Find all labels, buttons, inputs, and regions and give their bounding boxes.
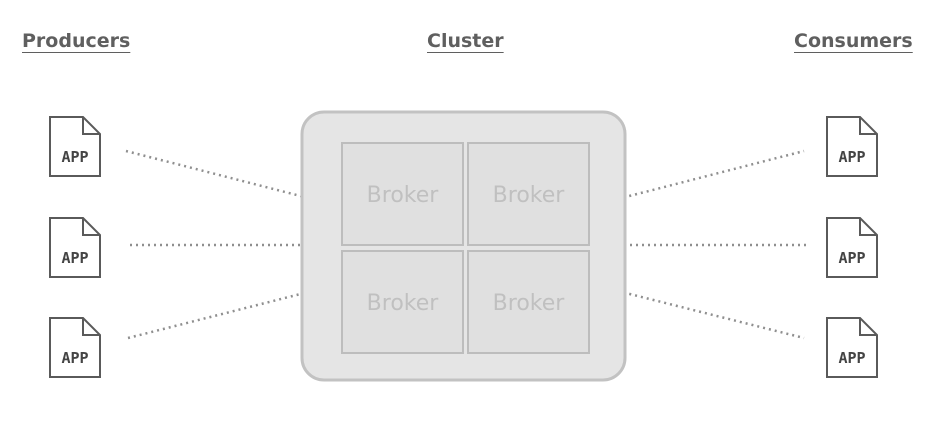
file-icon — [826, 116, 878, 177]
producer-app-3: APP — [49, 317, 101, 378]
consumer-app-1: APP — [826, 116, 878, 177]
broker-3: Broker — [341, 250, 464, 354]
producers-heading: Producers — [22, 30, 131, 52]
consumer-app-2: APP — [826, 217, 878, 278]
producer-app-1: APP — [49, 116, 101, 177]
broker-4: Broker — [467, 250, 590, 354]
broker-4-label: Broker — [493, 291, 566, 316]
file-icon — [49, 317, 101, 378]
consumer-app-2-label: APP — [838, 249, 865, 267]
broker-2-label: Broker — [493, 183, 566, 208]
producer-connector-1 — [125, 149, 325, 204]
consumer-connector-1 — [605, 149, 805, 204]
file-icon — [49, 217, 101, 278]
broker-1: Broker — [341, 142, 464, 246]
consumer-app-1-label: APP — [838, 148, 865, 166]
consumer-connector-3 — [605, 286, 805, 340]
consumer-app-3-label: APP — [838, 349, 865, 367]
producer-app-2-label: APP — [61, 249, 88, 267]
consumers-heading: Consumers — [794, 30, 913, 52]
consumer-app-3: APP — [826, 317, 878, 378]
producer-app-1-label: APP — [61, 148, 88, 166]
file-icon — [826, 217, 878, 278]
broker-2: Broker — [467, 142, 590, 246]
producer-app-3-label: APP — [61, 349, 88, 367]
file-icon — [49, 116, 101, 177]
producer-app-2: APP — [49, 217, 101, 278]
file-icon — [826, 317, 878, 378]
producer-connector-3 — [127, 286, 325, 340]
broker-3-label: Broker — [367, 291, 440, 316]
broker-1-label: Broker — [367, 183, 440, 208]
cluster-heading: Cluster — [427, 30, 504, 52]
